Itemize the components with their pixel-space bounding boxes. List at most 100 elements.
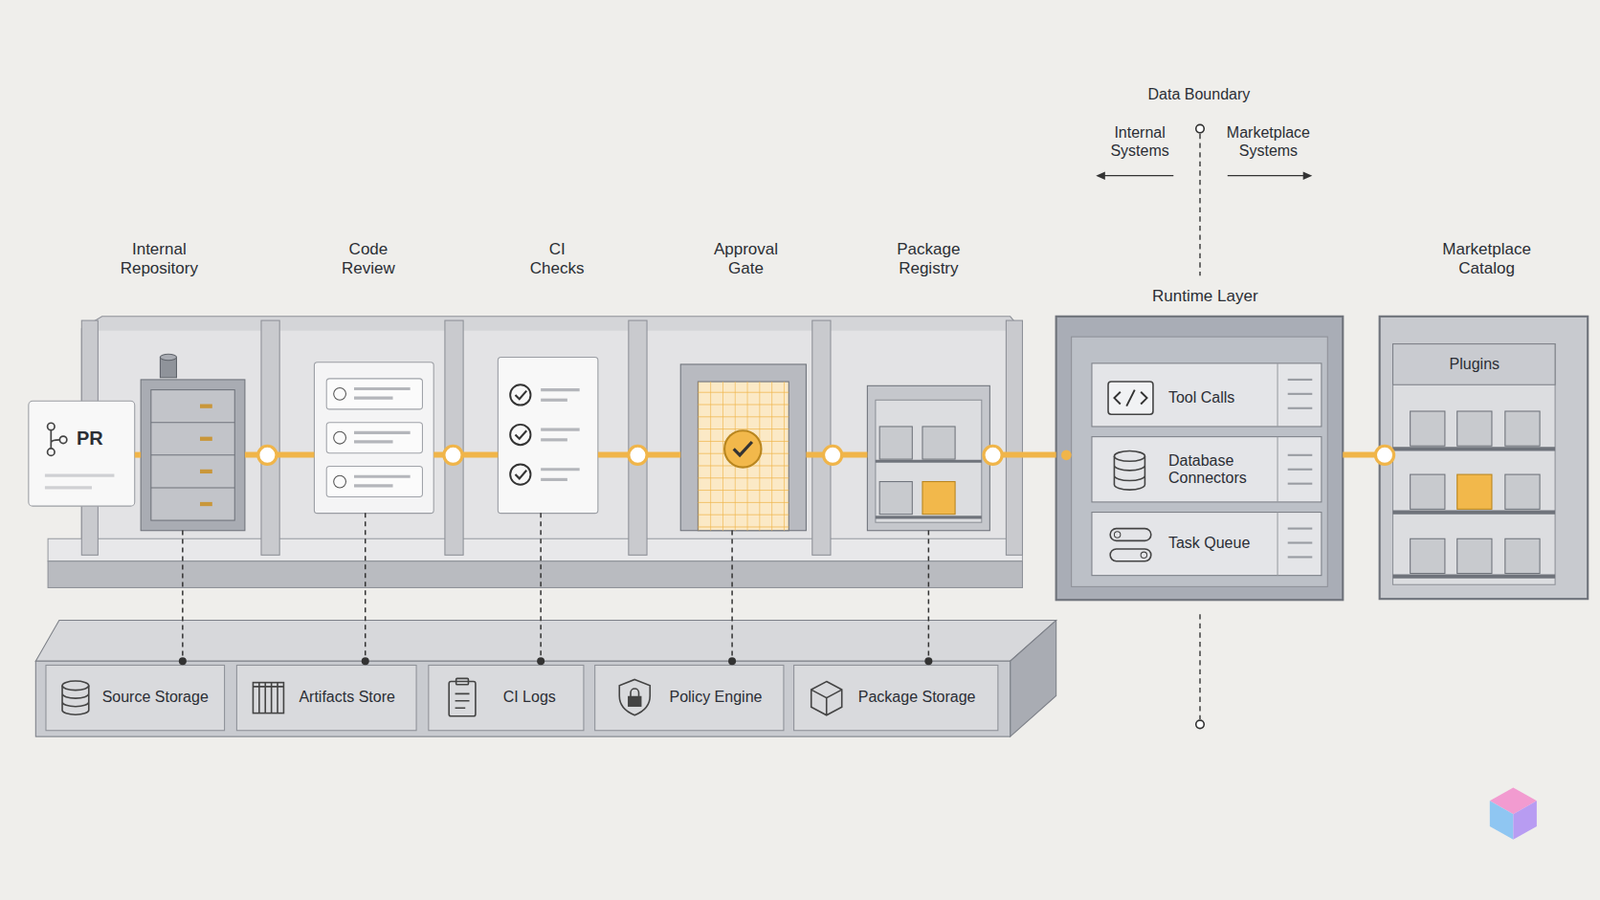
review-card [326,422,423,454]
bay-structure [81,316,1021,560]
ci-card [514,391,527,400]
link-dot [924,657,933,666]
marketplace-cabinet [1393,344,1556,586]
review-card [326,378,423,410]
storage-band [35,661,1010,737]
registry-shelf [922,482,956,515]
marketplace-cabinet [1393,575,1556,579]
review-stage: Code Review [313,362,434,514]
approval-gate [680,364,806,532]
bay-structure [279,331,445,541]
runtime-housing [1140,552,1147,558]
runtime-housing [1288,378,1313,381]
repository-cabinet [151,454,235,456]
repository-cabinet [200,502,213,507]
bay-divider [1005,320,1023,556]
runtime-housing [1108,381,1154,415]
pr-card [28,400,135,507]
runtime-housing [1056,316,1344,600]
flow-connector [134,452,141,459]
marketplace-cabinet [1379,316,1589,600]
marketplace-cabinet [1393,344,1556,386]
data-boundary [1196,124,1205,134]
link-dot [178,657,187,666]
repository-cabinet [200,437,213,442]
node-label: Artifacts Store [298,688,413,708]
runtime-item: Tool Calls [1091,363,1322,427]
ci-card [514,430,527,440]
runtime-item: Task Queue [1091,511,1322,576]
boundary-label: Internal Systems [1098,125,1180,161]
stage-heading: CI Checks [526,240,588,279]
data-boundary [1303,171,1313,180]
registry-shelf [879,482,912,515]
bay-structure [646,331,813,541]
runtime-housing [1288,393,1313,396]
registry-shelf [866,385,990,531]
approval-gate [697,381,789,532]
gate-check [733,442,753,456]
storage-band [811,682,843,716]
storage-band [428,665,584,731]
registry-shelf [866,385,990,531]
registry-shelf [875,400,982,523]
flow-node-dot [444,445,463,465]
data-boundary [1196,720,1205,730]
data-boundary [1102,175,1175,177]
runtime-item: Database Connectors [1091,436,1322,502]
flow-end-dot [1061,450,1072,462]
review-card [313,362,434,514]
marketplace-cabinet [1505,411,1540,446]
marketplace-cabinet [1505,538,1540,574]
bay-divider [81,320,1023,556]
pr-card [44,486,92,489]
runtime-housing [1113,532,1120,538]
runtime-housing [1091,363,1322,427]
runtime-housing [1110,549,1152,562]
marketplace-cabinet [1457,538,1492,574]
storage-link [181,530,184,666]
link-dot [728,657,736,666]
marketplace-cabinet [1457,411,1492,446]
ci-card [497,356,599,513]
storage-band [62,678,843,716]
pr-card [44,474,115,478]
boundary-label: Marketplace Systems [1217,125,1320,161]
registry-shelf [879,426,912,460]
data-boundary [1095,124,1312,729]
bay-structure [47,316,1023,589]
runtime-housing [1071,336,1329,587]
watermark-cube [1489,787,1537,840]
marketplace-box: PluginsMarketplace Catalog [1379,316,1589,600]
repository-cabinet [151,422,235,423]
review-card [354,431,411,435]
storage-link [731,530,734,666]
node-label: Database Connectors [1168,452,1271,489]
node-label: Source Storage [102,688,222,708]
node-label: Policy Engine [668,688,779,708]
storage-band [595,665,784,731]
repository-cabinet [151,487,235,489]
repository-stage: Internal Repository [140,356,245,531]
storage-band [45,665,225,731]
pr-card [47,448,55,456]
data-boundary [1227,175,1307,177]
stage-heading: Code Review [327,240,409,279]
storage-link [539,512,542,666]
marketplace-cabinet [1410,474,1445,510]
marketplace-cabinet [1379,316,1589,600]
repository-cabinet [159,354,177,360]
runtime-housing [1288,555,1313,558]
storage-band [62,686,89,715]
runtime-housing [1277,512,1279,577]
node-label: CI Logs [503,688,579,708]
bay-structure [463,331,629,541]
marketplace-cabinet [1393,510,1556,514]
runtime-box: Tool CallsDatabase ConnectorsTask QueueR… [1056,316,1344,600]
ci-card [540,428,580,432]
review-card [326,466,423,498]
pr-card [28,400,135,507]
